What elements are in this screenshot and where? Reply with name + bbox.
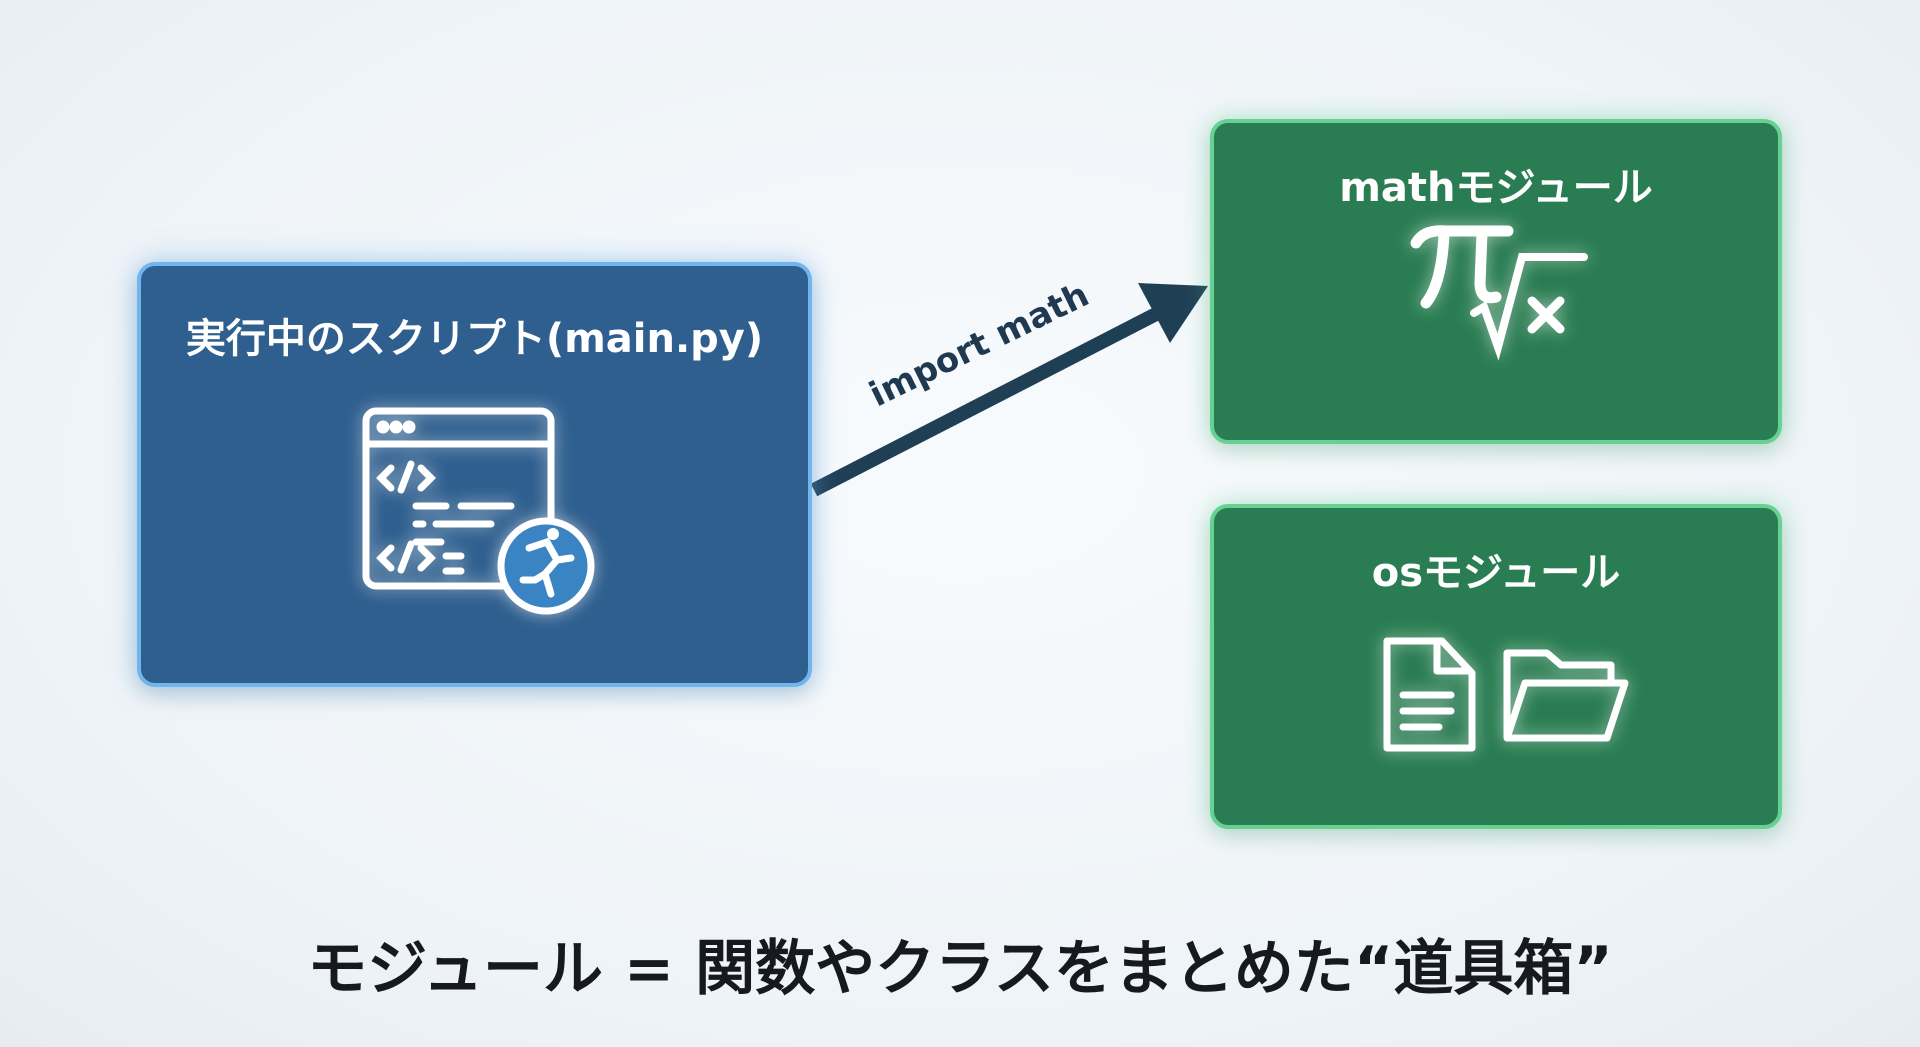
folder-icon [1503, 649, 1629, 742]
code-window-running-icon [362, 407, 595, 615]
os-module-title: osモジュール [1371, 550, 1621, 596]
document-icon [1383, 637, 1476, 752]
caption: モジュール = 関数やクラスをまとめた“道具箱” [307, 934, 1613, 1004]
pi-sqrt-x-icon [1410, 225, 1588, 361]
math-module-box: mathモジュール [1210, 119, 1782, 444]
os-module-box: osモジュール [1210, 504, 1782, 829]
arrow-head [1138, 283, 1208, 343]
math-module-title: mathモジュール [1339, 165, 1653, 211]
script-box: 実行中のスクリプト(main.py) [137, 262, 812, 687]
script-title: 実行中のスクリプト(main.py) [185, 316, 764, 362]
